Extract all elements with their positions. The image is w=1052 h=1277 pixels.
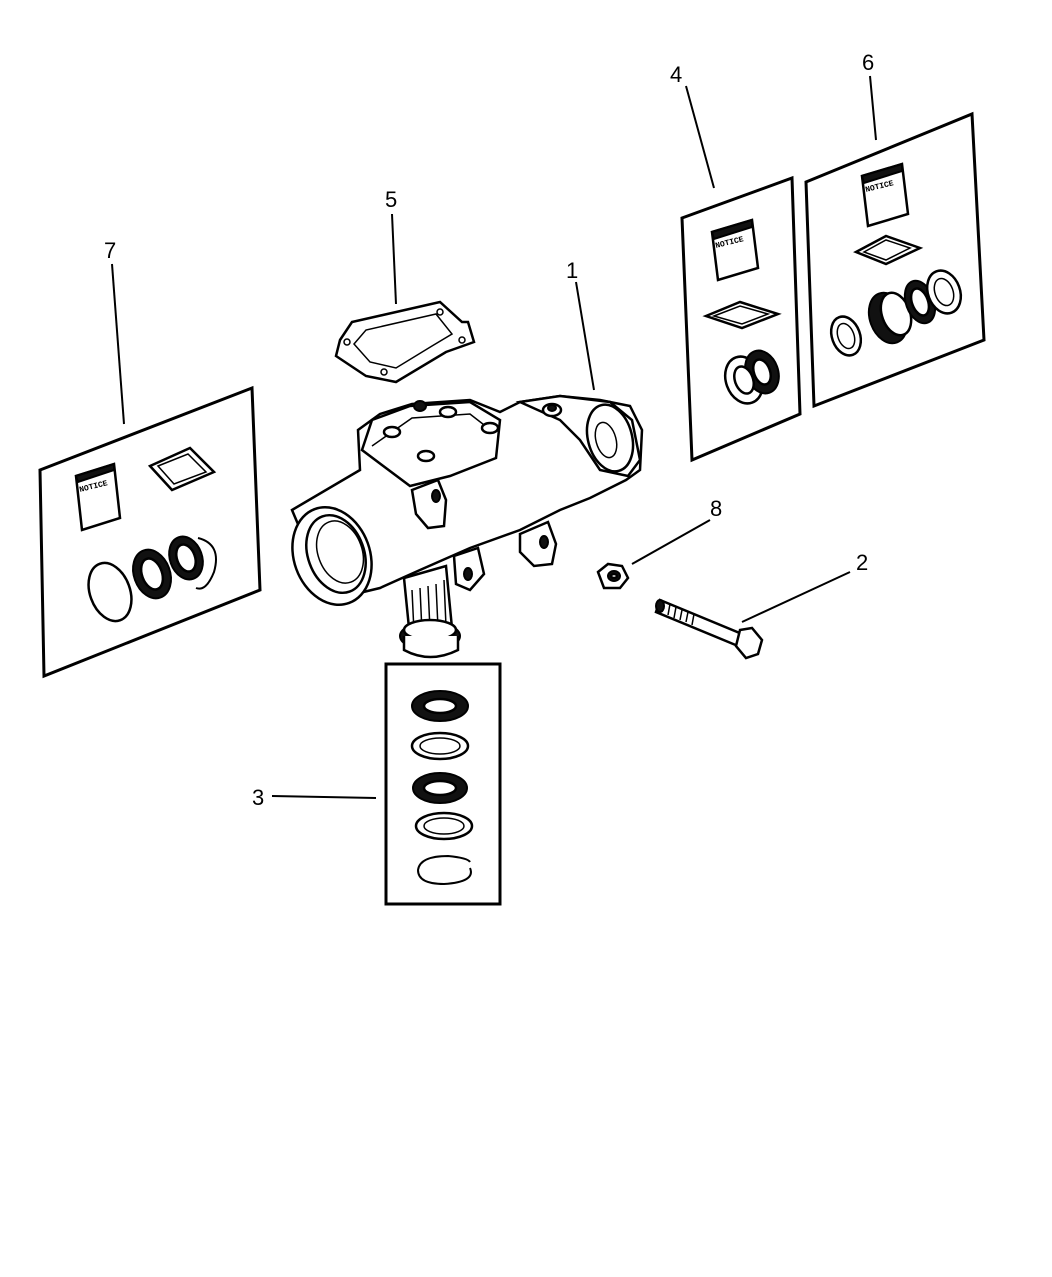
- leader-4: [685, 85, 715, 189]
- kit-panel-4: NOTICE: [680, 175, 802, 463]
- callout-7: 7: [104, 238, 116, 263]
- o-ring-7: [87, 561, 133, 623]
- seal-bearing-4: [723, 349, 780, 405]
- callout-6: 6: [862, 50, 874, 75]
- gasket-4: [702, 300, 782, 330]
- seal-7: [132, 548, 172, 600]
- bearing-7: [168, 535, 204, 581]
- kit-panel-6: NOTICE: [804, 111, 986, 409]
- cover-bolts: [382, 400, 500, 463]
- notice-booklet-6: NOTICE: [860, 162, 910, 228]
- steering-gear-housing-1: [290, 394, 644, 659]
- leader-1: [575, 281, 595, 391]
- nut-8: [596, 562, 630, 590]
- callout-3: 3: [252, 785, 264, 810]
- leader-5: [391, 213, 397, 305]
- seal-3a: [411, 690, 469, 722]
- leader-3: [271, 795, 377, 799]
- callout-1: 1: [566, 258, 578, 283]
- mount-boss-b: [518, 520, 558, 568]
- notice-booklet-7: NOTICE: [74, 462, 122, 532]
- bolt-2: [654, 598, 764, 660]
- seal-3b: [412, 772, 468, 804]
- callout-4: 4: [670, 62, 682, 87]
- callout-2: 2: [856, 550, 868, 575]
- callout-5: 5: [385, 187, 397, 212]
- gasket-6: [853, 234, 924, 266]
- kit-panel-7: NOTICE: [38, 385, 262, 679]
- callout-numbers: 1 2 3 4 5 6 7 8: [104, 50, 874, 810]
- gasket-7: [147, 446, 217, 492]
- bearing-set-6: [829, 269, 963, 357]
- leader-lines: [111, 75, 877, 799]
- leader-6: [869, 75, 877, 141]
- callout-8: 8: [710, 496, 722, 521]
- sector-shaft: [399, 564, 461, 659]
- snap-ring-3: [416, 854, 472, 886]
- leader-7: [111, 263, 125, 425]
- kit-panel-3: [384, 662, 502, 906]
- gasket-5: [334, 300, 476, 384]
- leader-8: [631, 519, 711, 565]
- notice-booklet-4: NOTICE: [710, 218, 760, 282]
- leader-2: [741, 571, 851, 623]
- snap-ring-7: [195, 537, 217, 590]
